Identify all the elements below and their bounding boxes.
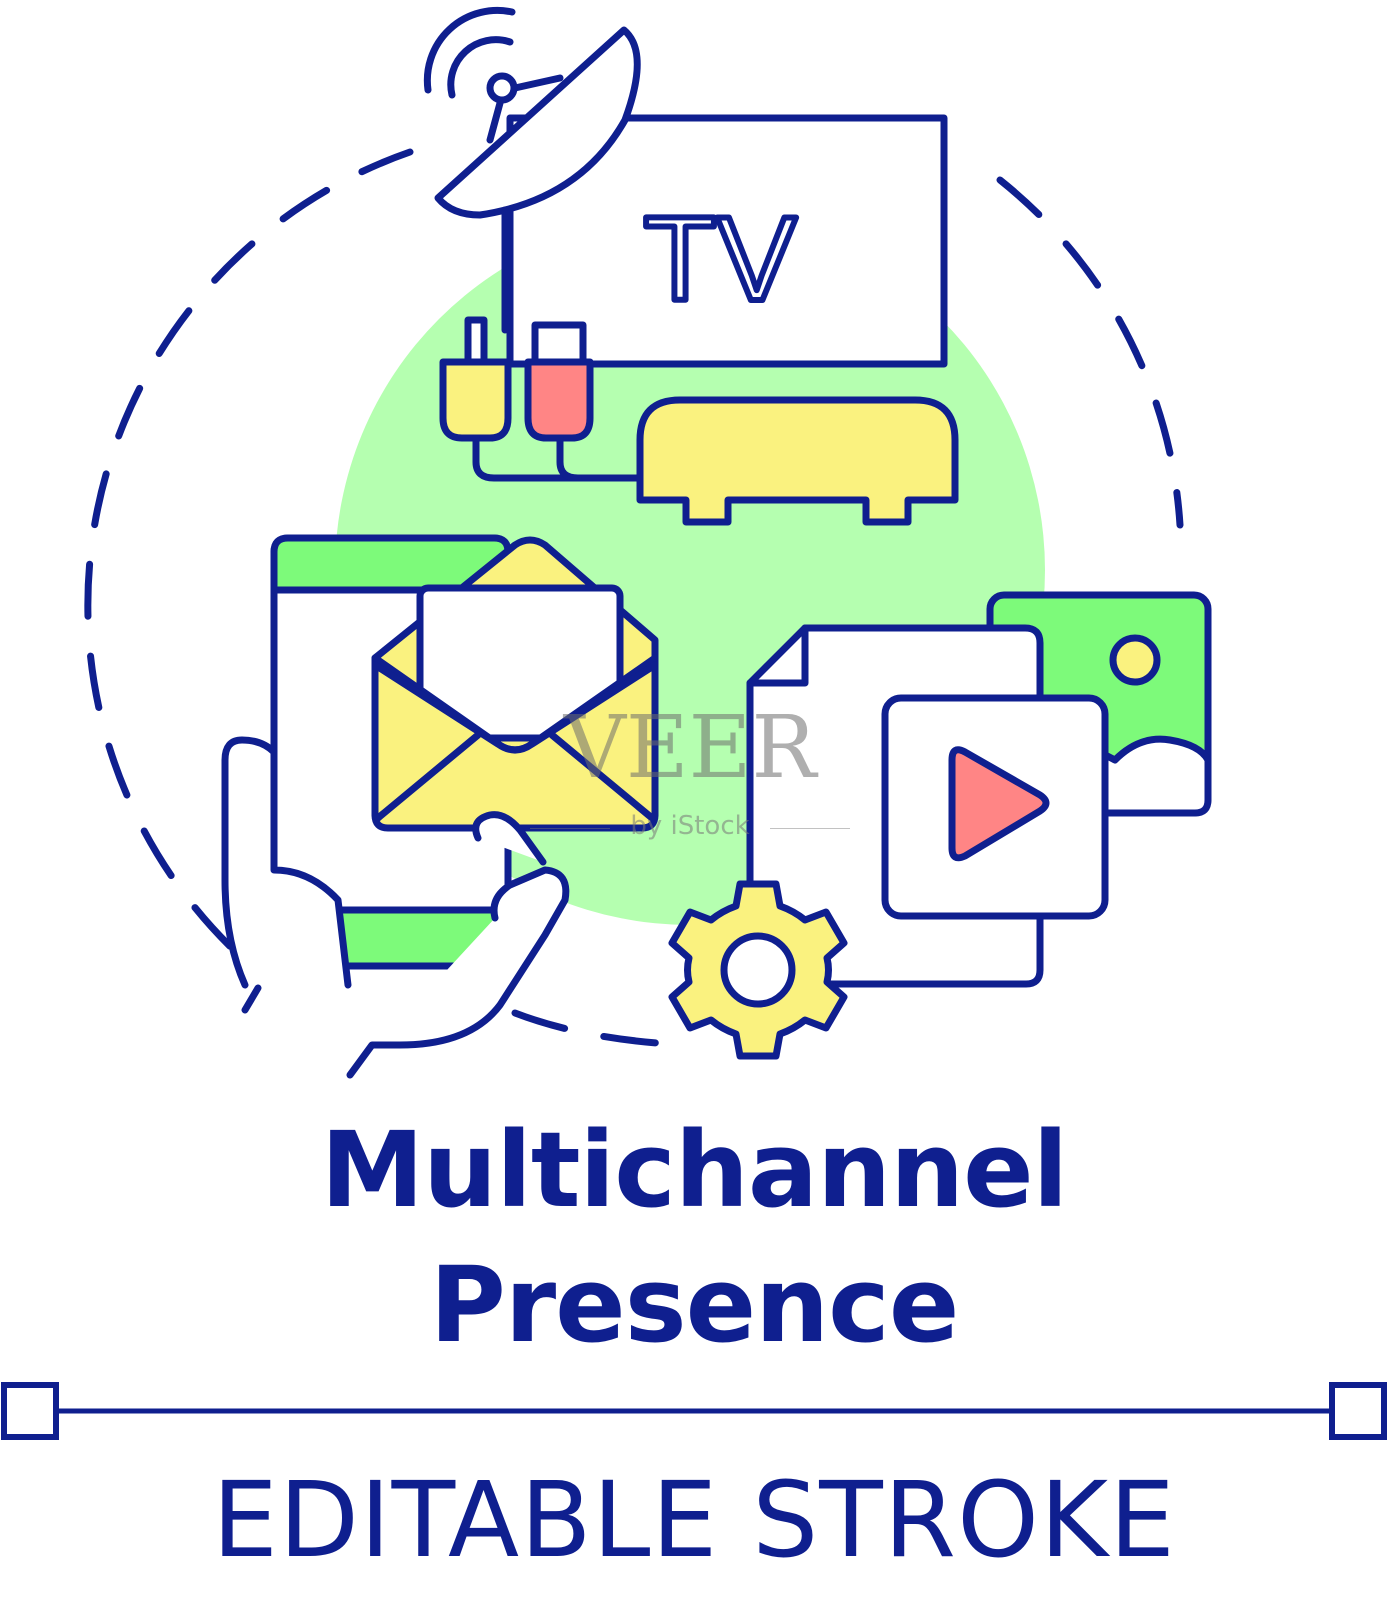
video-play-icon	[881, 694, 1109, 920]
gear-icon	[668, 880, 848, 1060]
watermark-rule-right	[770, 828, 850, 829]
hand-icon	[221, 736, 570, 1079]
editable-stroke-caption: EDITABLE STROKE	[212, 1459, 1176, 1581]
watermark-brand: VEER	[563, 698, 817, 798]
tv-label: TV	[643, 192, 796, 326]
multichannel-presence-illustration: TV	[84, 6, 1212, 1079]
dashed-ring	[84, 148, 414, 969]
dashed-ring-bottom	[511, 1009, 674, 1048]
set-top-box-icon	[636, 396, 959, 526]
watermark: VEER by iStock	[520, 705, 860, 855]
title-line-1: Multichannel	[320, 1109, 1069, 1231]
dashed-ring-right	[996, 176, 1184, 529]
envelope-icon	[371, 536, 659, 832]
divider-right-handle	[1329, 1382, 1387, 1440]
divider-left-handle	[1, 1382, 59, 1440]
title-line-2: Presence	[429, 1244, 960, 1366]
satellite-dish-icon	[423, 6, 641, 334]
watermark-sub: by iStock	[630, 811, 750, 841]
watermark-rule-left	[530, 828, 610, 829]
plug-icon	[439, 316, 644, 482]
editable-stroke-divider	[1, 1382, 1387, 1440]
